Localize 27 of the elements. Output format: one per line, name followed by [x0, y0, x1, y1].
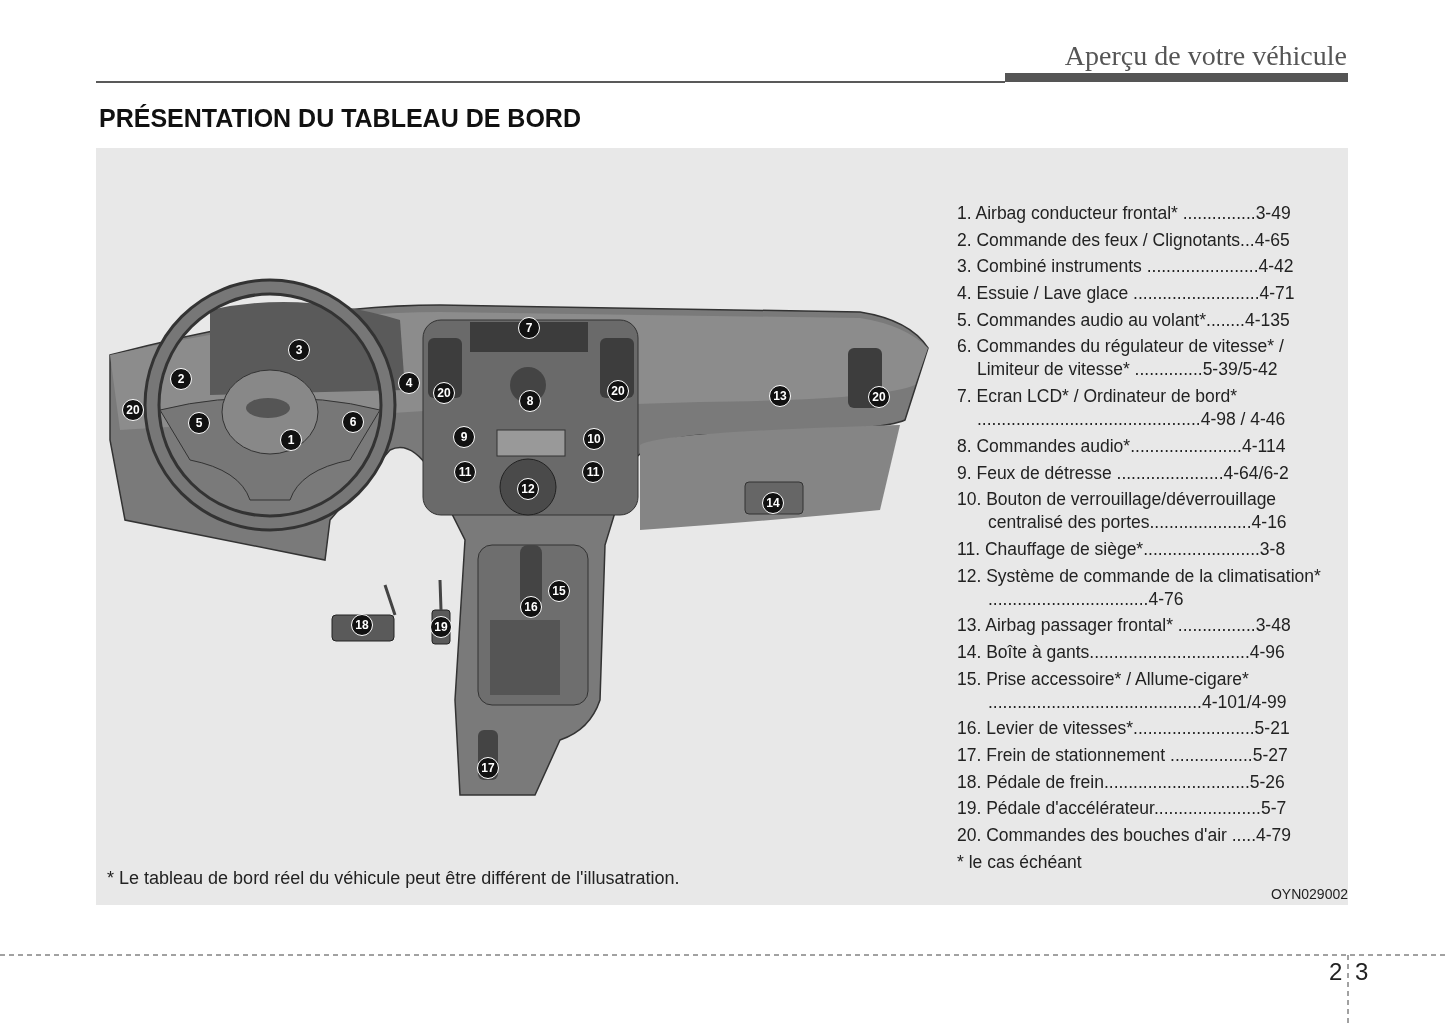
legend-entry: 15. Prise accessoire* / Allume-cigare* ............................................4-101/4-99: [957, 667, 1288, 714]
page-header: Aperçu de votre véhicule: [1064, 40, 1347, 72]
legend-entry: 16. Levier de vitesses*.........................5-21: [957, 717, 1291, 741]
legend-entry: 5. Commandes audio au volant*........4-135: [957, 308, 1291, 332]
page-title: PRÉSENTATION DU TABLEAU DE BORD: [99, 104, 581, 133]
figure-code: OYN029002: [1270, 886, 1348, 902]
legend-entry: 7. Ecran LCD* / Ordinateur de bord* ..............................................4-98 / 4-46: [957, 385, 1287, 432]
legend-entry: 18. Pédale de frein..............................5-26: [957, 770, 1286, 794]
page-number: 3: [1355, 958, 1369, 986]
legend-entry: 8. Commandes audio*.......................4-114: [957, 434, 1287, 458]
legend-entry: 9. Feux de détresse ......................4-64/6-2: [957, 461, 1290, 485]
page-number: 2: [1329, 958, 1343, 986]
legend-entry: 17. Frein de stationnement .................5-27: [957, 744, 1289, 767]
legend-entry: 13. Airbag passager frontal* ................3-48: [957, 614, 1292, 638]
legend-entry: 1. Airbag conducteur frontal* ...............3-49: [957, 202, 1292, 225]
legend-entry: 19. Pédale d'accélérateur......................5-7: [957, 797, 1288, 821]
legend-entry: 12. Système de commande de la climatisation* .................................4-76: [957, 564, 1322, 611]
footnote: * Le tableau de bord réel du véhicule peut être différent de l'illusatration.: [107, 868, 680, 889]
legend-entry: 3. Combiné instruments .......................4-42: [957, 255, 1295, 279]
legend-entry: 20. Commandes des bouches d'air .....4-79: [957, 824, 1293, 848]
legend-entry: 11. Chauffage de siège*........................3-8: [957, 537, 1287, 561]
legend-entry: 6. Commandes du régulateur de vitesse* / Limiteur de vitesse* ..............5-39/5-42: [957, 335, 1285, 382]
legend-entry: 2. Commande des feux / Clignotants...4-65: [957, 228, 1291, 252]
legend-entry: 10. Bouton de verrouillage/déverrouillage centralisé des portes.....................4-16: [957, 488, 1288, 535]
footnote: * le cas échéant: [957, 850, 1083, 874]
legend-entry: 14. Boîte à gants.................................4-96: [957, 640, 1286, 664]
legend-entry: 4. Essuie / Lave glace ..........................4-71: [957, 282, 1296, 306]
